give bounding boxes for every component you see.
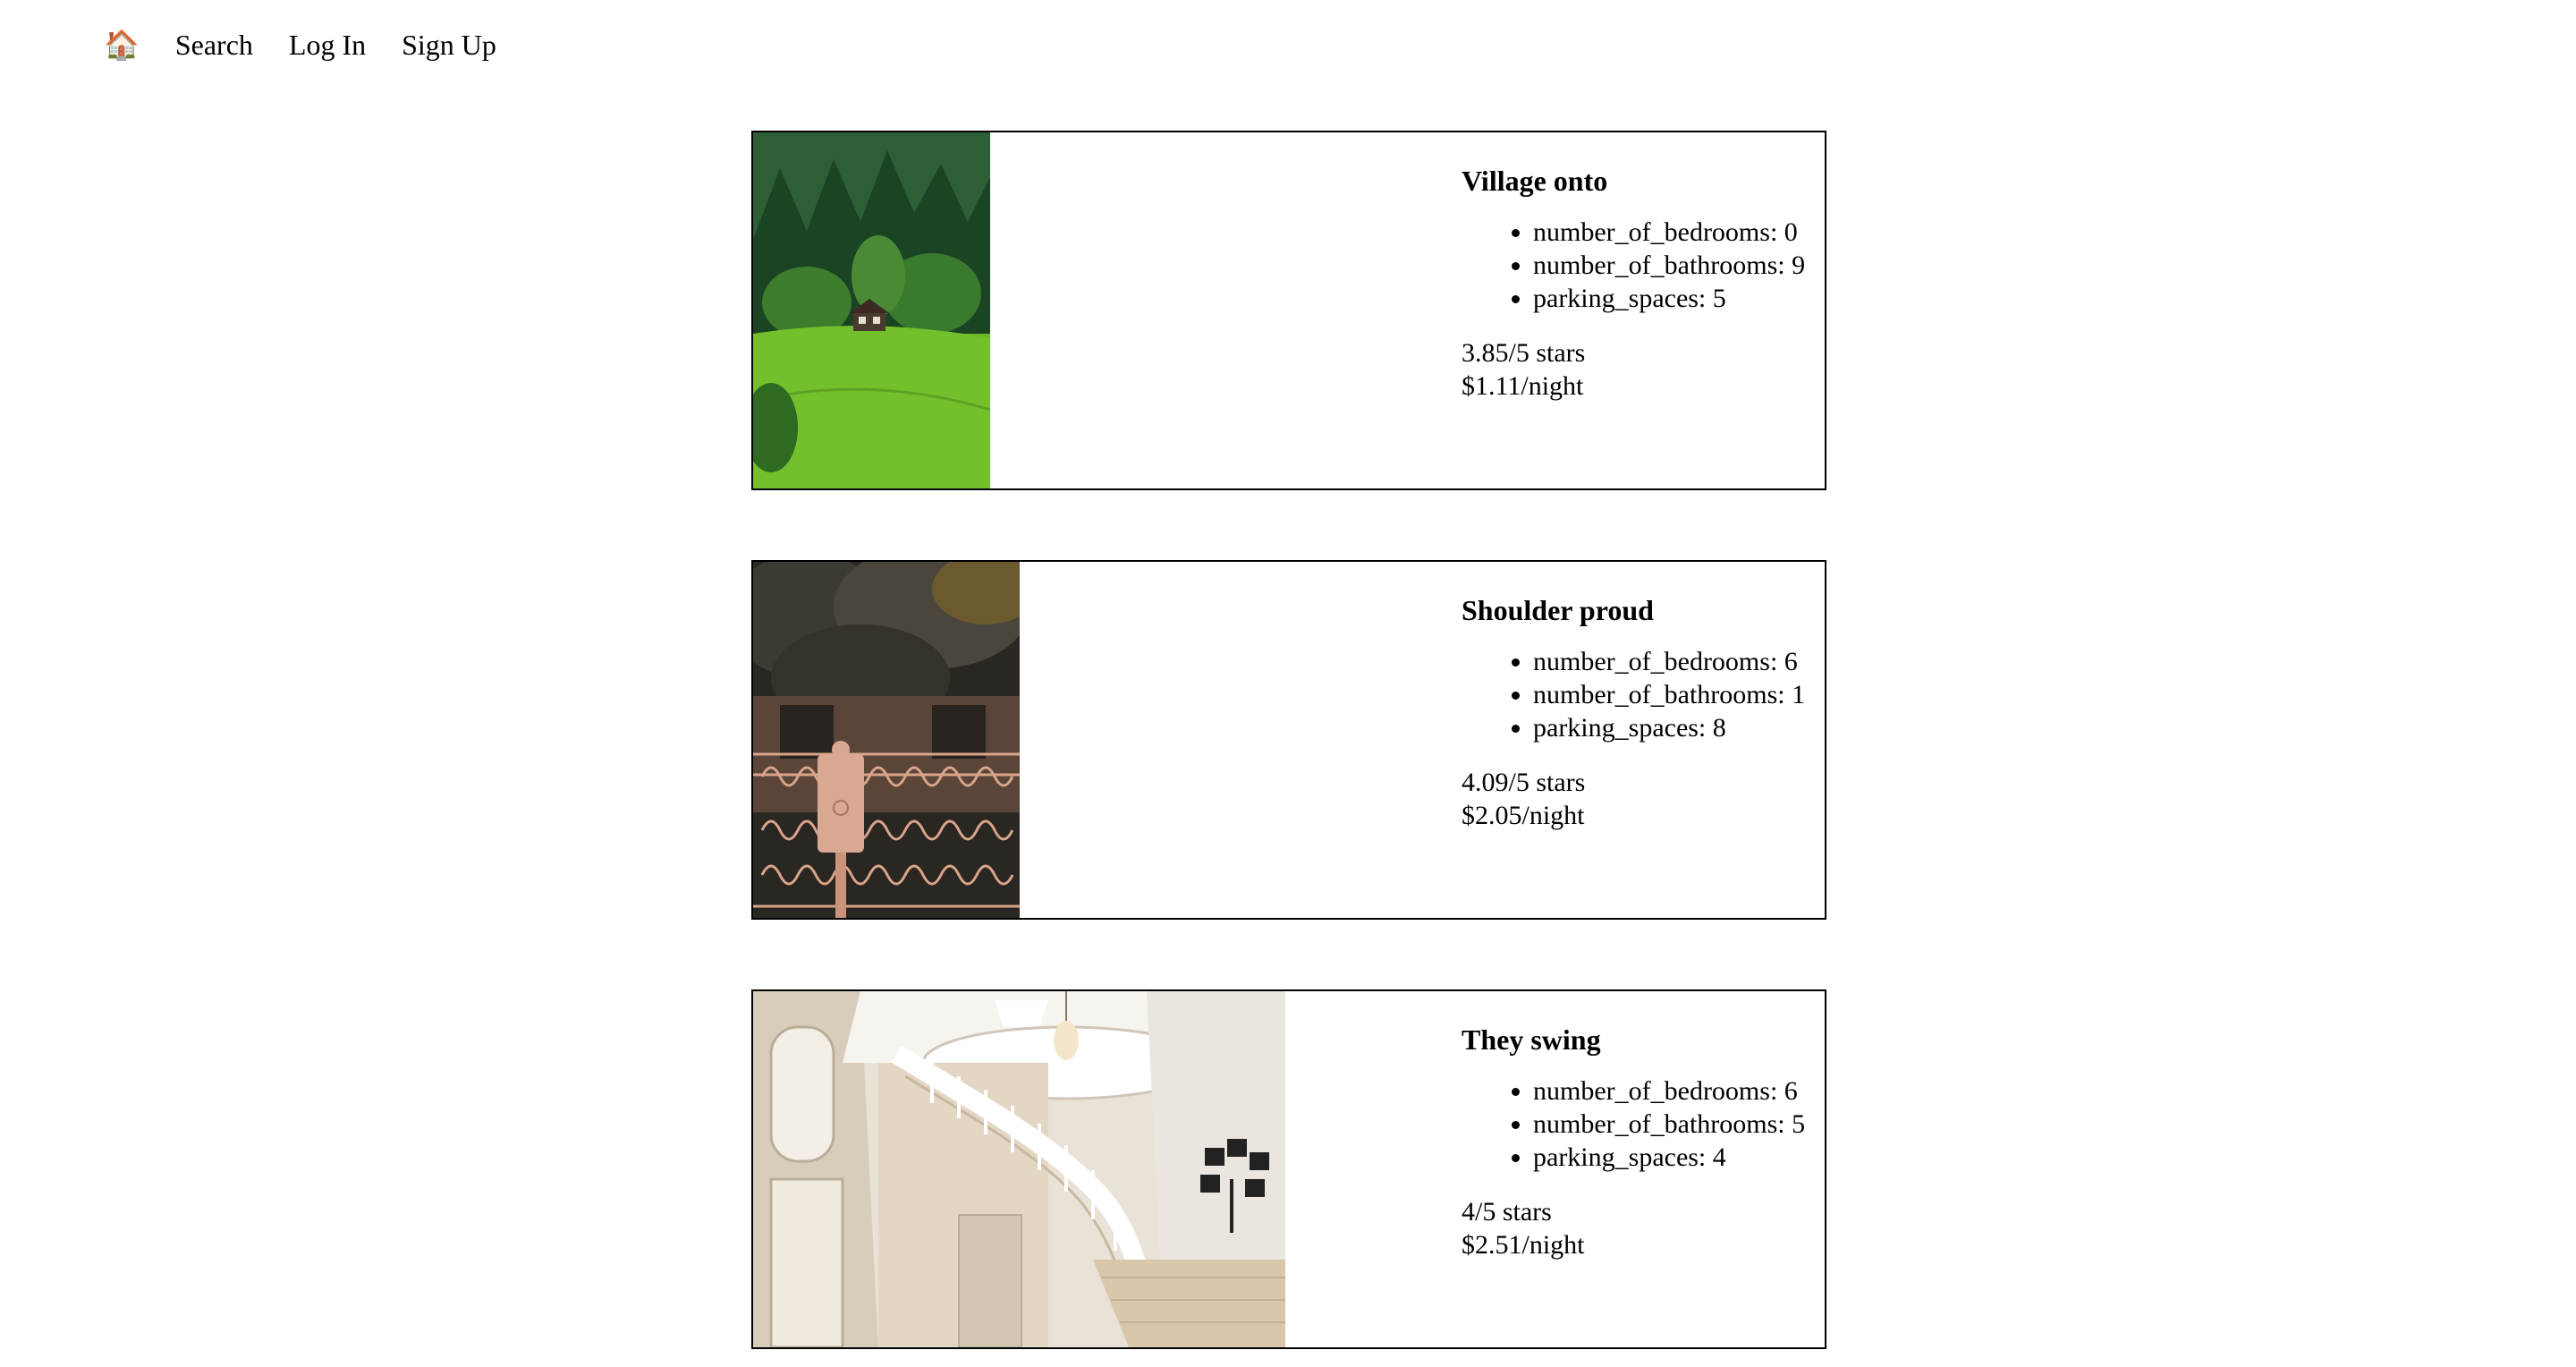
home-icon[interactable]: 🏠 bbox=[104, 29, 140, 61]
listing-image bbox=[753, 562, 1020, 918]
listing-title[interactable]: They swing bbox=[1462, 1023, 1601, 1056]
listing-info: Shoulder proud number_of_bedrooms: 6 num… bbox=[1462, 587, 1825, 832]
listing-features: number_of_bedrooms: 0 number_of_bathroom… bbox=[1462, 216, 1825, 315]
listing-features: number_of_bedrooms: 6 number_of_bathroom… bbox=[1462, 645, 1825, 744]
parking-item: parking_spaces: 4 bbox=[1533, 1141, 1825, 1174]
listing-title[interactable]: Shoulder proud bbox=[1462, 594, 1654, 626]
bathrooms-item: number_of_bathrooms: 1 bbox=[1533, 678, 1825, 711]
listing-rating: 3.85/5 stars bbox=[1462, 338, 1586, 368]
listing-card[interactable]: They swing number_of_bedrooms: 6 number_… bbox=[751, 989, 1826, 1349]
listing-features: number_of_bedrooms: 6 number_of_bathroom… bbox=[1462, 1074, 1825, 1174]
listing-image bbox=[753, 991, 1285, 1347]
listing-price: $2.51/night bbox=[1462, 1230, 1585, 1260]
bedrooms-item: number_of_bedrooms: 6 bbox=[1533, 1074, 1825, 1108]
listing-rating: 4.09/5 stars bbox=[1462, 768, 1586, 797]
top-nav: 🏠 Search Log In Sign Up bbox=[0, 0, 532, 89]
listing-title[interactable]: Village onto bbox=[1462, 165, 1608, 197]
listing-price: $2.05/night bbox=[1462, 801, 1585, 830]
listing-price: $1.11/night bbox=[1462, 371, 1584, 401]
bathrooms-item: number_of_bathrooms: 9 bbox=[1533, 249, 1825, 282]
bedrooms-item: number_of_bedrooms: 6 bbox=[1533, 645, 1825, 678]
listing-info: Village onto number_of_bedrooms: 0 numbe… bbox=[1462, 157, 1825, 403]
signup-link[interactable]: Sign Up bbox=[402, 28, 496, 61]
parking-item: parking_spaces: 8 bbox=[1533, 711, 1825, 744]
listing-card[interactable]: Shoulder proud number_of_bedrooms: 6 num… bbox=[751, 560, 1826, 920]
listing-card[interactable]: Village onto number_of_bedrooms: 0 numbe… bbox=[751, 131, 1826, 490]
listing-rating: 4/5 stars bbox=[1462, 1197, 1552, 1227]
login-link[interactable]: Log In bbox=[288, 28, 367, 61]
parking-item: parking_spaces: 5 bbox=[1533, 282, 1825, 315]
listing-image bbox=[753, 132, 990, 488]
listing-info: They swing number_of_bedrooms: 6 number_… bbox=[1462, 1016, 1825, 1261]
bedrooms-item: number_of_bedrooms: 0 bbox=[1533, 216, 1825, 249]
search-link[interactable]: Search bbox=[174, 28, 253, 61]
bathrooms-item: number_of_bathrooms: 5 bbox=[1533, 1108, 1825, 1141]
